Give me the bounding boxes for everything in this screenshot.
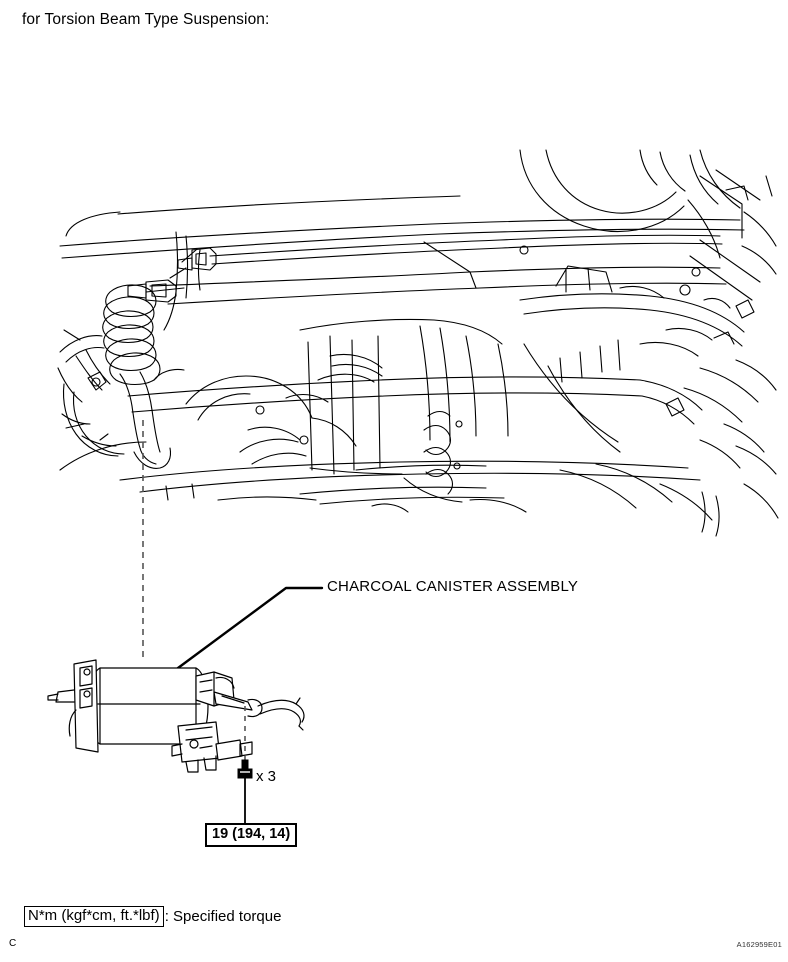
torque-units-legend: N*m (kgf*cm, ft.*lbf) : Specified torque bbox=[24, 906, 281, 927]
torque-units-description: : Specified torque bbox=[164, 908, 282, 925]
callout-label-charcoal-canister-assembly: CHARCOAL CANISTER ASSEMBLY bbox=[327, 578, 579, 595]
bolt-quantity-label: x 3 bbox=[256, 768, 277, 785]
page-title: for Torsion Beam Type Suspension: bbox=[22, 11, 270, 28]
bolt-icon bbox=[237, 759, 253, 779]
figure-id: A162959E01 bbox=[736, 940, 782, 949]
torque-spec-box: 19 (194, 14) bbox=[205, 823, 298, 847]
page-marker: C bbox=[9, 938, 17, 949]
leader-line-charcoal-canister bbox=[176, 586, 324, 670]
charcoal-canister-detail bbox=[47, 659, 305, 773]
torque-units-box: N*m (kgf*cm, ft.*lbf) bbox=[24, 906, 164, 927]
rear-underbody-view bbox=[57, 149, 779, 537]
